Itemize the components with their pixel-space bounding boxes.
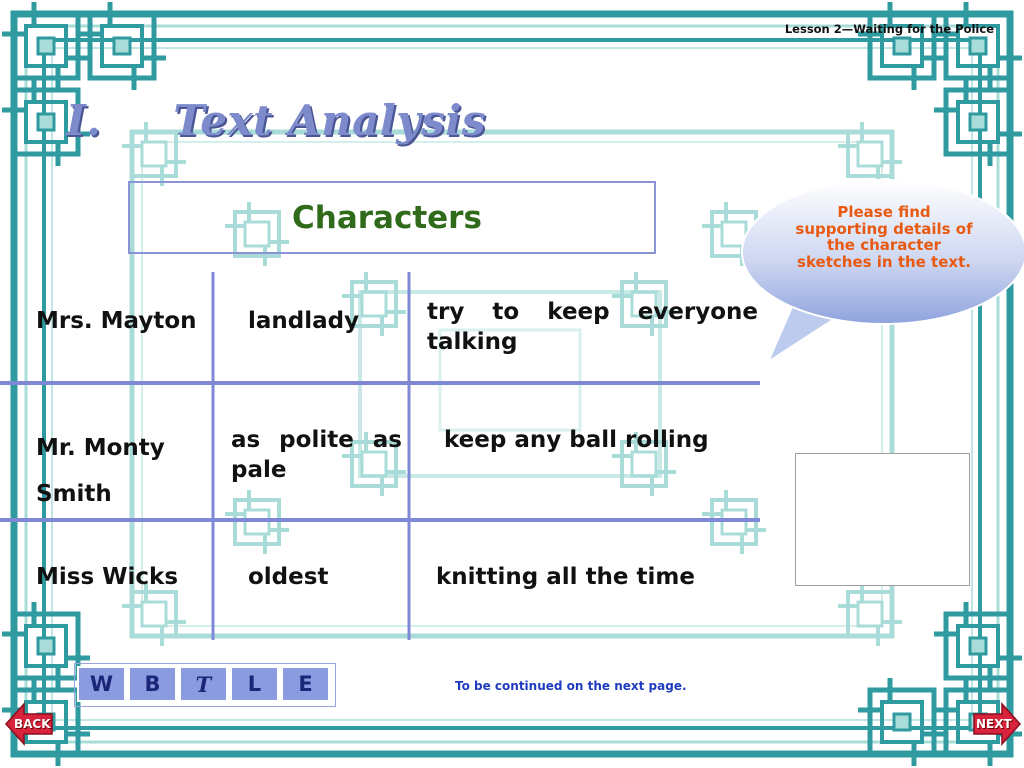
next-button[interactable]: NEXT [972, 702, 1022, 746]
row-3-detail: knitting all the time [436, 564, 695, 590]
next-label: NEXT [976, 717, 1012, 731]
characters-header-box [128, 181, 656, 254]
nav-button-b[interactable]: B [128, 666, 177, 702]
nav-button-l[interactable]: L [230, 666, 279, 702]
row-1-trait: landlady [248, 308, 360, 334]
row-1-detail: try to keep everyone talking [427, 299, 758, 355]
row-3-name: Miss Wicks [36, 564, 179, 590]
continued-note: To be continued on the next page. [455, 679, 687, 693]
nav-button-w[interactable]: W [77, 666, 126, 702]
back-arrow-icon [4, 702, 53, 746]
back-button[interactable]: BACK [4, 702, 53, 746]
speech-bubble-text: Please find supporting details of the ch… [795, 203, 973, 271]
nav-button-e[interactable]: E [281, 666, 330, 702]
nav-button-t[interactable]: T [179, 666, 228, 702]
section-title: I. Text Analysis [66, 96, 486, 145]
back-label: BACK [14, 717, 51, 731]
section-heading: Text Analysis [173, 96, 486, 145]
lesson-title: Lesson 2—Waiting for the Police [784, 22, 994, 36]
row-2-name: Mr. Monty Smith [36, 435, 165, 507]
row-3-trait: oldest [248, 564, 329, 590]
image-placeholder [795, 453, 970, 586]
row-2-detail: keep any ball rolling [444, 427, 709, 453]
section-number: I. [66, 96, 102, 145]
section-nav-frame [74, 663, 336, 707]
section-nav: W B T L E [77, 666, 330, 706]
next-arrow-icon [973, 702, 1022, 746]
row-2-trait: as polite as pale [231, 427, 402, 483]
characters-header: Characters [292, 200, 482, 236]
row-1-name: Mrs. Mayton [36, 308, 197, 334]
